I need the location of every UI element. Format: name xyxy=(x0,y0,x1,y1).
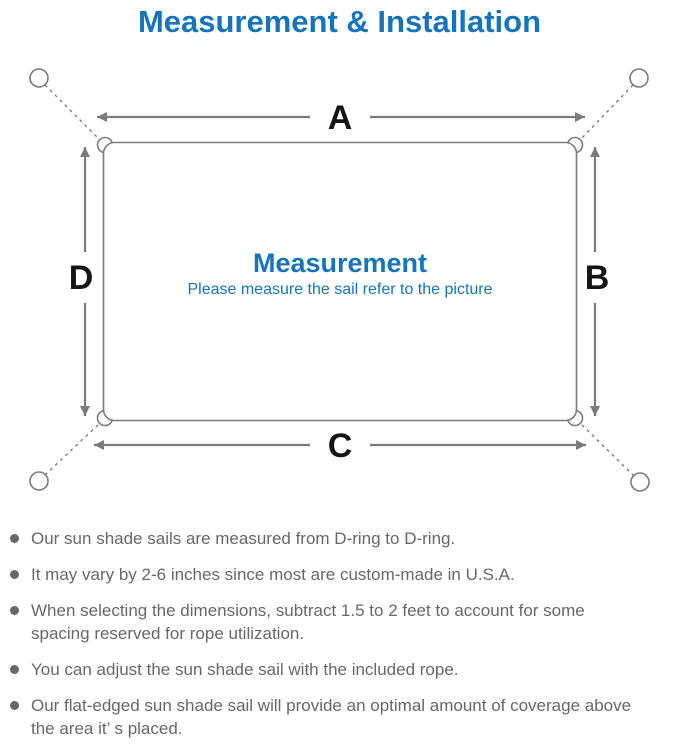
page-title: Measurement & Installation xyxy=(137,4,542,39)
note-text: When selecting the dimensions, subtract … xyxy=(31,601,585,643)
tether-line xyxy=(44,422,101,476)
note-text: You can adjust the sun shade sail with t… xyxy=(31,660,459,679)
anchor-ring-icon xyxy=(29,68,49,88)
note-text: It may vary by 2-6 inches since most are… xyxy=(31,565,515,584)
dimension-label-d: D xyxy=(69,259,94,297)
note-text: Our flat-edged sun shade sail will provi… xyxy=(31,696,632,738)
tether-line xyxy=(579,84,634,141)
bullet-icon xyxy=(10,534,19,543)
bullet-icon xyxy=(10,701,19,710)
notes-list: Our sun shade sails are measured from D-… xyxy=(10,527,671,753)
dimension-label-a: A xyxy=(328,99,353,137)
list-item: Our sun shade sails are measured from D-… xyxy=(10,527,671,550)
anchor-ring-icon xyxy=(629,68,649,88)
list-item: You can adjust the sun shade sail with t… xyxy=(10,658,671,681)
anchor-ring-icon xyxy=(630,472,650,492)
dimension-label-b: B xyxy=(585,259,610,297)
sail-measurement-diagram: A C D B Measurement Please measure the s… xyxy=(0,55,679,525)
bullet-icon xyxy=(10,570,19,579)
list-item: It may vary by 2-6 inches since most are… xyxy=(10,563,671,586)
bullet-icon xyxy=(10,606,19,615)
diagram-center-subtitle: Please measure the sail refer to the pic… xyxy=(187,281,492,298)
diagram-center-title: Measurement xyxy=(253,248,427,278)
list-item: When selecting the dimensions, subtract … xyxy=(10,599,671,645)
tether-line xyxy=(44,84,101,141)
tether-line xyxy=(580,423,635,477)
note-text: Our sun shade sails are measured from D-… xyxy=(31,529,456,548)
list-item: Our flat-edged sun shade sail will provi… xyxy=(10,694,671,740)
dimension-label-c: C xyxy=(328,427,353,465)
anchor-ring-icon xyxy=(29,471,49,491)
diagram-canvas: A C D B Measurement Please measure the s… xyxy=(29,68,650,492)
sail-rectangle xyxy=(102,141,578,422)
bullet-icon xyxy=(10,665,19,674)
